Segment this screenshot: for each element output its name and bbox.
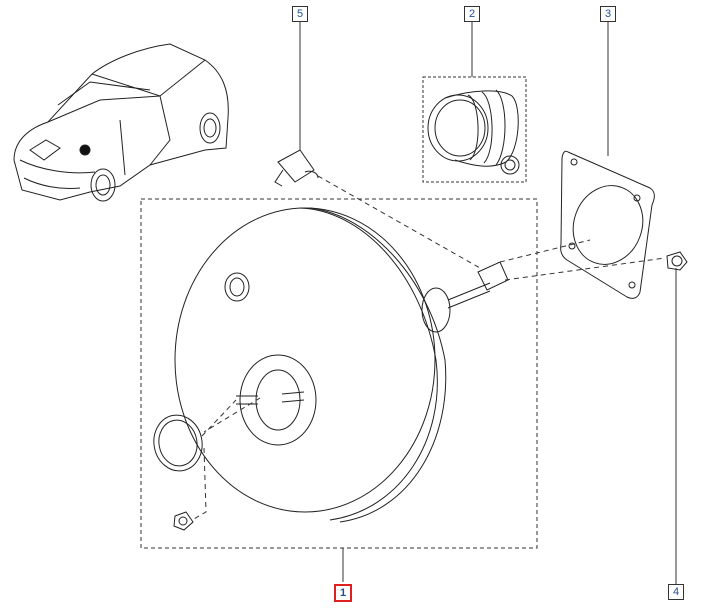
car-thumbnail — [13, 43, 229, 202]
callout-4[interactable]: 4 — [668, 584, 684, 600]
small-nut-part — [173, 511, 194, 531]
callout-3[interactable]: 3 — [600, 6, 616, 22]
clip-part — [274, 149, 319, 187]
gasket-part — [560, 150, 655, 299]
brake-booster-part — [174, 207, 509, 523]
callout-2[interactable]: 2 — [464, 6, 480, 22]
boot-part — [427, 89, 520, 175]
nut-part — [666, 251, 688, 271]
booster-group-frame — [140, 198, 538, 549]
seal-ring-part — [153, 414, 203, 472]
callout-5[interactable]: 5 — [292, 6, 308, 22]
callout-1[interactable]: 1 — [334, 584, 352, 602]
boot-group-frame — [422, 76, 527, 183]
